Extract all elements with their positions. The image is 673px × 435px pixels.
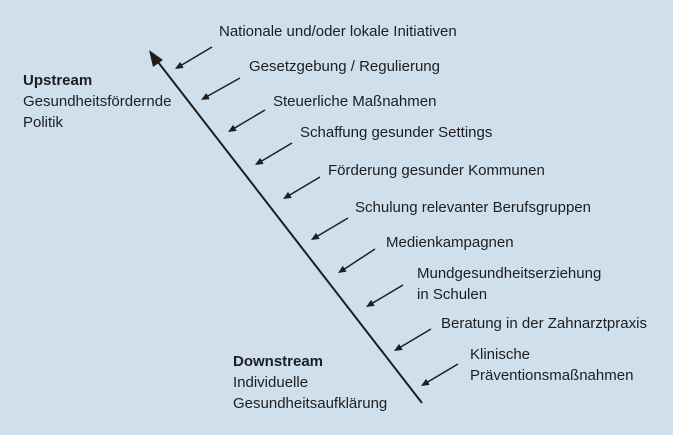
measure-arrow-head-10: [421, 378, 430, 386]
upstream-label: Upstream Gesundheitsfördernde Politik: [23, 70, 171, 133]
measure-arrow-3: [231, 109, 266, 131]
downstream-title: Downstream: [233, 353, 324, 370]
upstream-title: Upstream: [23, 72, 93, 89]
downstream-label: Downstream Individuelle Gesundheitsaufkl…: [233, 351, 387, 414]
measure-label-6: Schulung relevanter Berufsgruppen: [355, 197, 591, 218]
measure-label-2-line-1: Gesetzgebung / Regulierung: [249, 58, 440, 75]
measure-label-6-line-1: Schulung relevanter Berufsgruppen: [355, 199, 591, 216]
measure-arrow-head-4: [255, 157, 264, 165]
measure-label-4: Schaffung gesunder Settings: [300, 122, 492, 143]
main-arrow-head: [149, 50, 163, 67]
measure-label-3-line-1: Steuerliche Maßnahmen: [273, 93, 437, 110]
upstream-line-2: Politik: [23, 114, 64, 131]
measure-label-8-line-1: Mundgesundheitserziehung: [417, 265, 602, 282]
measure-arrow-head-3: [228, 124, 237, 132]
measure-label-10-line-2: Präventionsmaßnahmen: [470, 367, 634, 384]
measure-arrow-head-2: [201, 93, 210, 100]
measure-arrow-1: [178, 46, 213, 68]
measure-label-9: Beratung in der Zahnarztpraxis: [441, 313, 647, 334]
measure-arrow-7: [341, 248, 376, 272]
measure-arrow-head-5: [283, 191, 292, 199]
measure-arrow-2: [204, 77, 241, 99]
measure-label-3: Steuerliche Maßnahmen: [273, 91, 436, 112]
measure-label-5-line-1: Förderung gesunder Kommunen: [328, 162, 545, 179]
downstream-line-2: Gesundheitsaufklärung: [233, 395, 388, 412]
measure-arrow-9: [397, 328, 432, 350]
measure-label-7-line-1: Medienkampagnen: [386, 234, 514, 251]
measure-label-7: Medienkampagnen: [386, 232, 514, 253]
upstream-line-1: Gesundheitsfördernde: [23, 93, 172, 110]
measure-arrow-5: [286, 176, 321, 198]
measure-arrow-head-7: [338, 265, 347, 273]
measure-arrow-8: [369, 284, 404, 306]
measure-label-8: Mundgesundheitserziehung in Schulen: [417, 263, 601, 305]
measure-label-8-line-2: in Schulen: [417, 286, 488, 303]
measure-label-1-line-1: Nationale und/oder lokale Initiativen: [219, 23, 457, 40]
main-diagonal-line: [157, 61, 423, 404]
measure-arrow-4: [258, 142, 293, 164]
measure-arrow-head-1: [175, 61, 184, 69]
measure-label-5: Förderung gesunder Kommunen: [328, 160, 545, 181]
measure-label-9-line-1: Beratung in der Zahnarztpraxis: [441, 315, 647, 332]
downstream-line-1: Individuelle: [233, 374, 309, 391]
measure-arrows: [175, 46, 459, 386]
measure-arrow-head-8: [366, 299, 375, 307]
measure-label-2: Gesetzgebung / Regulierung: [249, 56, 440, 77]
measure-arrow-6: [314, 217, 349, 239]
measure-arrow-head-6: [311, 232, 320, 240]
measure-label-1: Nationale und/oder lokale Initiativen: [219, 21, 457, 42]
measure-label-10-line-1: Klinische: [470, 346, 531, 363]
measure-label-4-line-1: Schaffung gesunder Settings: [300, 124, 493, 141]
measure-arrow-10: [424, 363, 459, 385]
measure-arrow-head-9: [394, 343, 403, 351]
